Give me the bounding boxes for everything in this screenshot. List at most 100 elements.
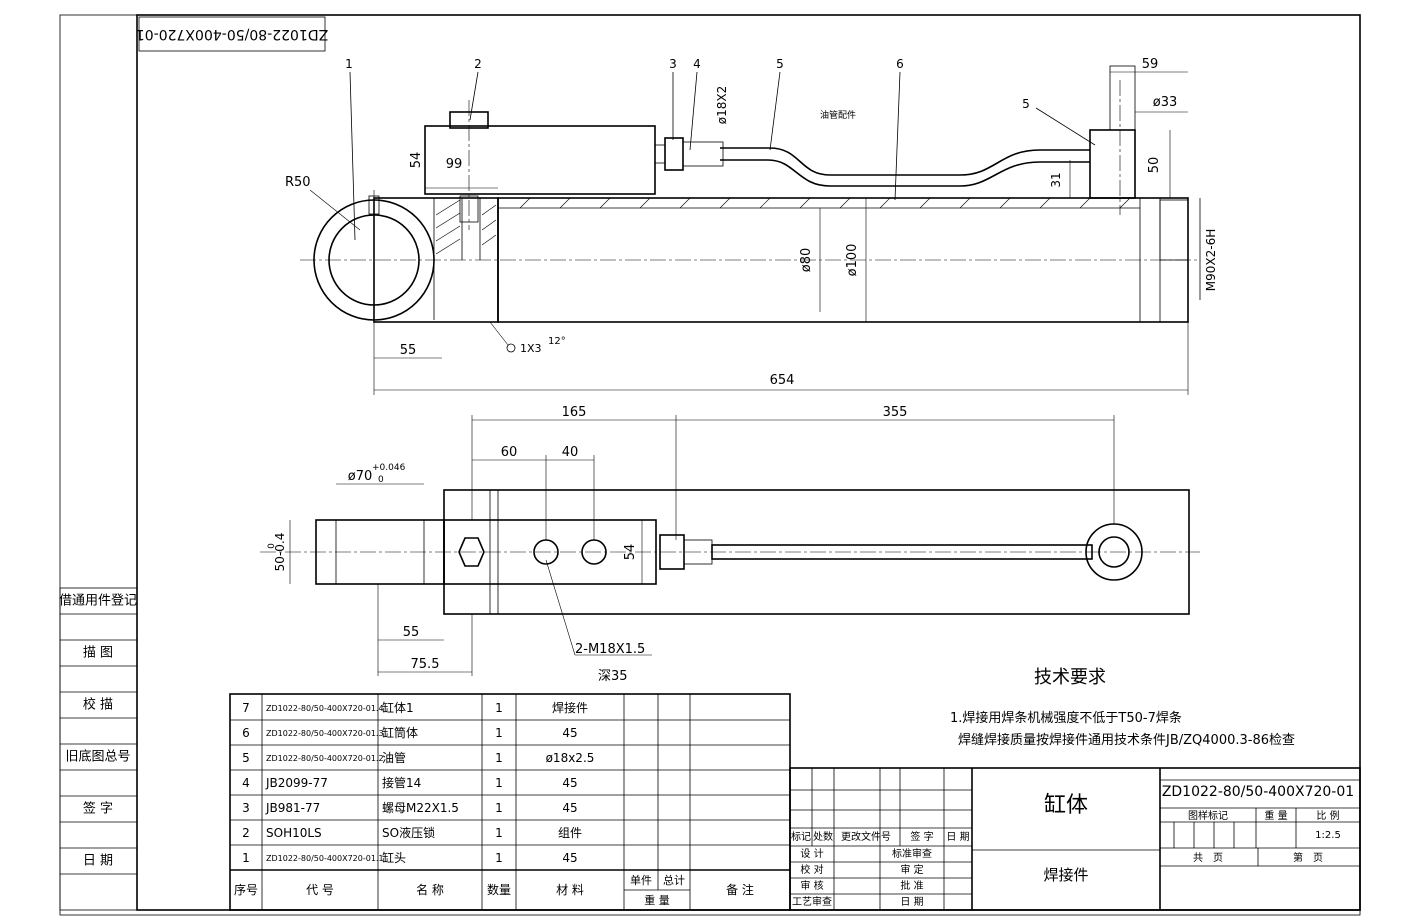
weight-label: 重 量: [1264, 809, 1287, 822]
bom-row5-name: 油管: [382, 750, 406, 765]
bom-table: 7 ZD1022-80/50-400X720-01.4 缸体1 1 焊接件 6 …: [229, 693, 791, 911]
technical-requirements: 技术要求 1.焊接用焊条机械强度不低于T50-7焊条 焊缝焊接质量按焊接件通用技…: [950, 667, 1295, 748]
bom-header-total: 总计: [663, 873, 685, 887]
top-valve-block: [443, 519, 657, 585]
bom-row6-code: ZD1022-80/50-400X720-01.3: [266, 729, 384, 738]
bom-row3-code: JB981-77: [265, 801, 320, 815]
bom-row5-qty: 1: [495, 751, 503, 765]
dim-50-front: 50: [1147, 157, 1162, 174]
part-label-5b: 5: [1022, 97, 1030, 111]
bom-row6-no: 6: [242, 726, 250, 740]
tech-req-line2: 焊缝焊接质量按焊接件通用技术条件JB/ZQ4000.3-86检查: [958, 732, 1295, 748]
bom-header-weight: 重 量: [644, 893, 670, 907]
role-design: 设 计: [800, 847, 823, 860]
bom-row7-name: 缸体1: [382, 700, 414, 715]
part-label-6: 6: [896, 57, 904, 71]
rev-header-count: 处数: [813, 830, 833, 843]
tol-70-upper: +0.046: [372, 463, 406, 473]
rotated-drawing-code: ZD1022-80/50-400X720-01: [136, 26, 328, 42]
dim-thread: M90X2-6H: [1204, 229, 1218, 291]
bom-row2-code: SOH10LS: [266, 826, 322, 840]
rev-header-sign: 签 字: [910, 830, 933, 843]
bom-row6-qty: 1: [495, 726, 503, 740]
top-view: 165 355 60 40 ø70 +0.046 0 50-0.4 0 54 5…: [260, 405, 1200, 684]
dim-54-top: 54: [623, 544, 638, 561]
mark-label: 图样标记: [1188, 809, 1228, 822]
pipe-connector-block: [1089, 129, 1136, 199]
bom-row2-no: 2: [242, 826, 250, 840]
role-ratify: 批 准: [900, 879, 923, 892]
part-label-3: 3: [669, 57, 677, 71]
bom-header-remark: 备 注: [726, 882, 754, 897]
dim-70: ø70: [348, 469, 373, 484]
dim-355: 355: [883, 405, 908, 420]
head-hatching: [435, 199, 497, 255]
bom-header-unit: 单件: [630, 874, 652, 887]
bom-row1-qty: 1: [495, 851, 503, 865]
dim-59: 59: [1142, 57, 1159, 72]
bom-row3-name: 螺母M22X1.5: [382, 801, 459, 815]
bom-row2-name: SO液压锁: [382, 825, 435, 840]
bom-row7-code: ZD1022-80/50-400X720-01.4: [266, 704, 384, 713]
bom-header-material: 材 料: [556, 883, 584, 897]
part-label-2: 2: [474, 57, 482, 71]
left-panel: 借通用件登记 描 图 校 描 旧底图总号 签 字 日 期: [59, 587, 138, 911]
rev-header-mark: 标记: [791, 831, 811, 843]
panel-register: 借通用件登记: [59, 594, 137, 609]
dim-80: ø80: [799, 248, 814, 273]
bom-row2-qty: 1: [495, 826, 503, 840]
oil-pipe-note: 油管配件: [820, 109, 856, 121]
leader-1: [349, 71, 356, 241]
panel-old-base: 旧底图总号: [65, 749, 130, 765]
panel-sign: 签 字: [83, 801, 113, 817]
panel-trace: 描 图: [83, 646, 113, 661]
top-eye-inner: [1098, 536, 1130, 568]
scale-label: 比 例: [1316, 809, 1339, 822]
dim-165: 165: [562, 405, 587, 420]
bom-row5-material: ø18x2.5: [546, 751, 595, 765]
bom-row4-material: 45: [562, 776, 577, 790]
oil-pipe: [720, 147, 1090, 176]
part-label-1: 1: [345, 57, 353, 71]
bom-row4-qty: 1: [495, 776, 503, 790]
tech-req-line1: 1.焊接用焊条机械强度不低于T50-7焊条: [950, 710, 1182, 726]
rear-thread: [1159, 199, 1189, 261]
pipe-nut: [664, 137, 684, 171]
tol-50-upper: 0: [267, 543, 277, 549]
part-label-5: 5: [776, 57, 784, 71]
bom-row7-no: 7: [242, 701, 250, 715]
title-block: 标记 处数 更改文件号 签 字 日 期 设 计 校 对 审 核 工艺审查 标准审…: [789, 767, 1361, 911]
dim-99: 99: [446, 157, 463, 172]
role-process: 工艺审查: [792, 895, 832, 908]
top-pipe: [711, 544, 1093, 560]
front-view: 1 2 3 4 5 6 5 R50 54 99 ø18X2 油管配件 59 ø3…: [285, 57, 1218, 395]
panel-check-trace: 校 描: [83, 697, 113, 713]
dim-60: 60: [501, 445, 518, 460]
dim-54-front: 54: [409, 152, 424, 169]
dim-33: ø33: [1153, 95, 1178, 110]
rotated-code-box: ZD1022-80/50-400X720-01: [136, 16, 328, 52]
bom-row3-material: 45: [562, 801, 577, 815]
weld-angle: 12°: [548, 336, 566, 347]
panel-date: 日 期: [83, 854, 113, 869]
leader-2: [469, 71, 479, 121]
tol-70-lower: 0: [378, 475, 384, 485]
weld-note: 1X3: [520, 342, 542, 355]
sheet-number: 第 页: [1293, 851, 1323, 864]
bom-row1-material: 45: [562, 851, 577, 865]
bom-row3-no: 3: [242, 801, 250, 815]
barrel-hatching: [519, 197, 1131, 209]
bom-row4-name: 接管14: [382, 775, 421, 790]
bom-row2-material: 组件: [558, 826, 582, 840]
hole-depth: 深35: [598, 669, 628, 684]
role-date: 日 期: [900, 896, 923, 908]
scale-value: 1:2.5: [1315, 830, 1341, 841]
total-sheets: 共 页: [1193, 852, 1223, 864]
role-check: 校 对: [800, 863, 823, 876]
dim-31: 31: [1049, 172, 1063, 187]
leader-4: [689, 71, 698, 151]
dim-40: 40: [562, 445, 579, 460]
leader-5: [769, 71, 781, 151]
drawing-code: ZD1022-80/50-400X720-01: [1162, 784, 1354, 800]
